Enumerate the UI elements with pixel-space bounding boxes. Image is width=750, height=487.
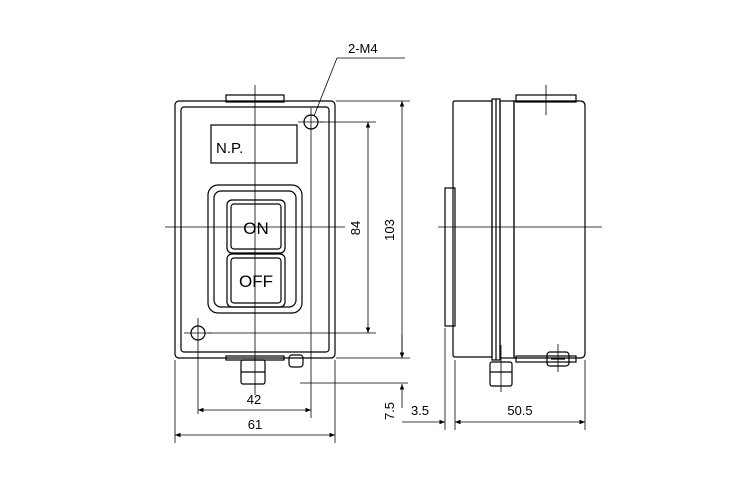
side-center-lines [438,85,602,392]
dim-side-offset: 3.5 [411,403,429,418]
off-button-label: OFF [239,272,273,291]
front-center-lines [165,85,345,414]
nameplate-label: N.P. [216,140,243,157]
holes-callout: 2-M4 [348,41,378,56]
front-cover [513,100,586,359]
rear-body [452,100,493,358]
bottom-screw [288,354,304,368]
dim-hole-vertical: 84 [348,221,363,235]
dim-hole-horizontal: 42 [247,392,261,407]
dim-height-total: 103 [382,219,397,241]
on-button-inner [230,203,282,250]
dimension-lines [174,57,586,443]
on-button-outer [226,199,286,254]
on-button-label: ON [243,219,269,238]
back-tab [444,187,456,327]
dim-width-total: 61 [248,417,262,432]
side-view [444,94,586,387]
dim-depth: 50.5 [507,403,532,418]
dim-gland-height: 7.5 [382,402,397,420]
side-bottom-cap [515,355,577,363]
flange-step [499,100,515,359]
off-button-outer [226,253,286,308]
nameplate-frame [210,124,298,164]
off-button-inner [230,257,282,304]
